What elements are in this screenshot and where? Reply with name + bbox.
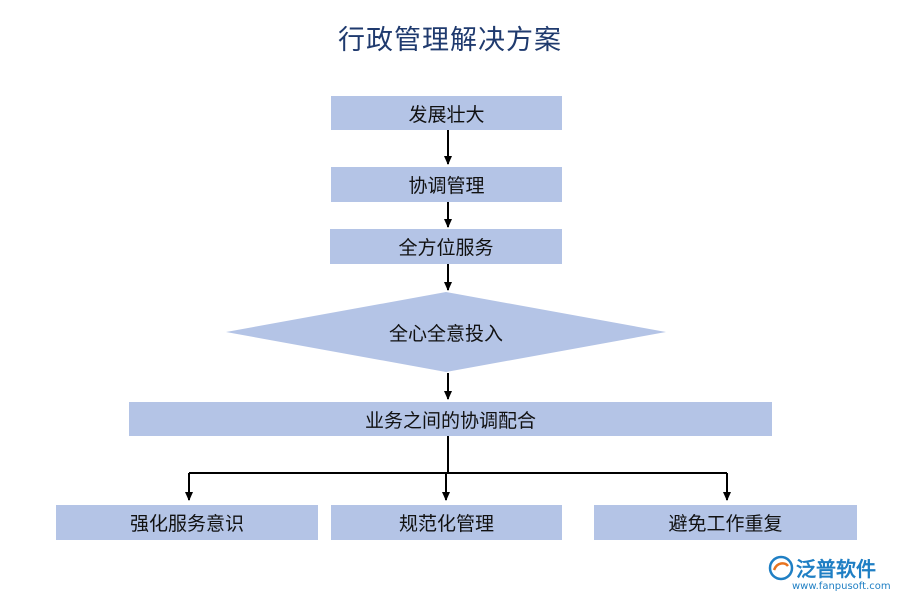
brand-logo: 泛普软件 www.fanpusoft.com (768, 553, 894, 597)
node-dedication-label: 全心全意投入 (388, 322, 503, 345)
node-coordinate: 协调管理 (331, 167, 562, 202)
node-standardization: 规范化管理 (331, 505, 562, 540)
node-cooperation: 业务之间的协调配合 (129, 402, 772, 436)
node-service-awareness: 强化服务意识 (56, 505, 318, 540)
node-full-service: 全方位服务 (330, 229, 562, 264)
node-develop: 发展壮大 (331, 96, 562, 130)
brand-logo-url: www.fanpusoft.com (792, 581, 891, 592)
diagram-title: 行政管理解决方案 (338, 25, 562, 56)
brand-logo-icon (768, 555, 794, 581)
brand-logo-name: 泛普软件 (796, 557, 876, 581)
node-avoid-duplication: 避免工作重复 (594, 505, 857, 540)
dedication-diamond (226, 292, 666, 372)
